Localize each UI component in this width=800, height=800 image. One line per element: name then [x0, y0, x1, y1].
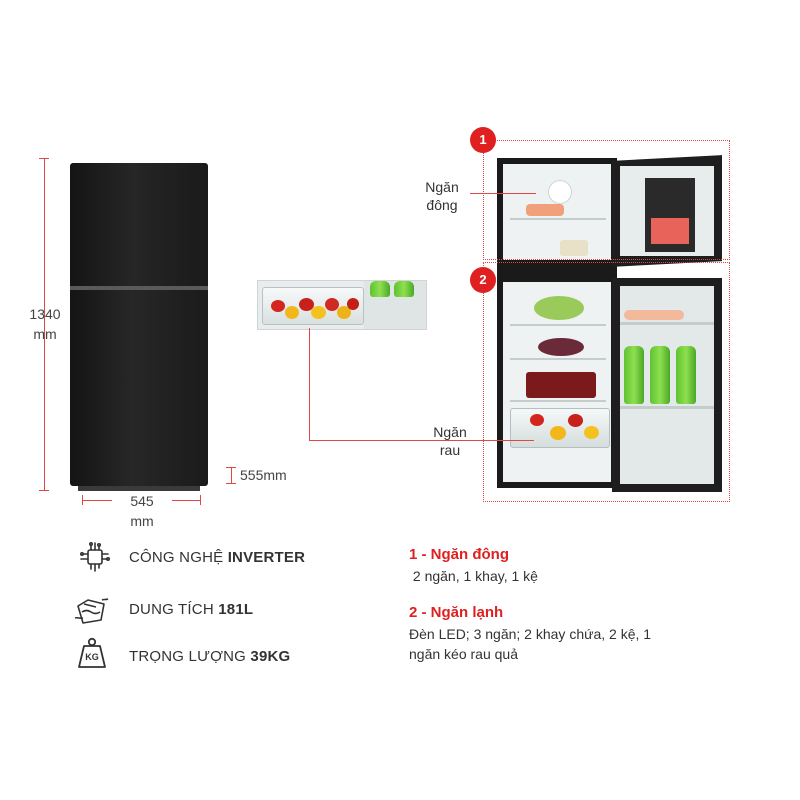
weight-icon: KG: [76, 636, 108, 670]
width-tick-left: [82, 495, 83, 505]
juice-bottle: [624, 346, 644, 404]
pepper-yellow: [311, 306, 326, 319]
crisper-leader-vertical: [309, 328, 310, 440]
freezer-section-body: 2 ngăn, 1 khay, 1 kệ: [409, 568, 538, 584]
crisper-callout-label: Ngăn rau: [433, 424, 467, 458]
juice-bottle: [394, 281, 414, 297]
feature-label: TRỌNG LƯỢNG: [129, 648, 247, 665]
depth-dimension-line: [231, 467, 232, 483]
crisper-leader-horizontal: [309, 440, 489, 441]
pepper-yellow: [550, 426, 566, 440]
fan-vent: [548, 180, 572, 204]
pepper-red: [299, 298, 314, 311]
fridge-section-line: ngăn kéo rau quả: [409, 646, 518, 662]
freezer-zone-box: [483, 140, 730, 260]
door-shelf: [620, 322, 714, 325]
crisper-drawer: [262, 287, 364, 325]
feature-inverter: CÔNG NGHỆ INVERTER: [129, 549, 305, 566]
fruit-bowl: [538, 338, 584, 356]
pepper-yellow: [285, 306, 299, 319]
eggs: [624, 310, 684, 320]
height-tick-top: [39, 158, 49, 159]
weight-icon-text: KG: [85, 652, 99, 662]
pepper-red: [568, 414, 583, 427]
fridge-shelf: [510, 324, 606, 326]
fridge-base: [78, 486, 200, 491]
crisper-zoom-image: [257, 280, 427, 330]
height-tick-bottom: [39, 490, 49, 491]
feature-value: 181L: [218, 601, 254, 618]
feature-capacity: DUNG TÍCH 181L: [129, 601, 253, 618]
height-unit: mm: [33, 326, 57, 342]
juice-bottle: [370, 281, 390, 297]
pepper-yellow: [584, 426, 599, 439]
juice-bottle: [650, 346, 670, 404]
jars: [526, 372, 596, 398]
depth-label: 555mm: [240, 467, 287, 483]
fridge-number-badge: 2: [470, 267, 496, 293]
depth-tick-bottom: [226, 483, 236, 484]
pepper-red: [347, 298, 359, 310]
width-label: 545 mm: [112, 491, 172, 531]
fridge-section-body: Đèn LED; 3 ngăn; 2 khay chứa, 2 kệ, 1 ng…: [409, 624, 651, 664]
food-item: [526, 204, 564, 216]
freezer-shelf: [510, 218, 606, 220]
feature-value: INVERTER: [227, 549, 306, 566]
juice-bottle: [676, 346, 696, 404]
crisper-pointer-line: [474, 440, 534, 441]
width-tick-right: [200, 495, 201, 505]
capacity-icon: [74, 598, 109, 624]
food-item: [560, 240, 588, 256]
feature-weight: TRỌNG LƯỢNG 39KG: [129, 648, 290, 665]
door-shelf-edge: [364, 281, 426, 329]
pepper-red: [271, 300, 285, 312]
freezer-door: [70, 163, 208, 287]
depth-tick-top: [226, 467, 236, 468]
width-value: 545: [130, 493, 154, 509]
freezer-leader-line: [470, 193, 536, 194]
freezer-number-badge: 1: [470, 127, 496, 153]
feature-label: DUNG TÍCH: [129, 601, 214, 618]
fridge-section-line: Đèn LED; 3 ngăn; 2 khay chứa, 2 kệ, 1: [409, 626, 652, 642]
feature-label: CÔNG NGHỆ: [129, 549, 224, 566]
height-label: 1340 mm: [18, 304, 72, 344]
food-package-label: [651, 218, 689, 244]
pepper-red: [530, 414, 544, 426]
freezer-section-title: 1 - Ngăn đông: [409, 546, 509, 563]
height-dimension-line: [44, 158, 45, 490]
height-value: 1340: [29, 306, 61, 322]
fridge-shelf: [510, 400, 606, 402]
pepper-red: [325, 298, 339, 311]
width-unit: mm: [130, 513, 154, 529]
fridge-section-title: 2 - Ngăn lạnh: [409, 604, 504, 621]
fridge-zone-box: [483, 262, 730, 502]
door-shelf: [620, 406, 714, 409]
chip-icon: [79, 541, 110, 572]
freezer-callout-label: Ngăn đông: [425, 179, 459, 213]
door-gap: [70, 286, 208, 290]
pepper-yellow: [337, 306, 351, 319]
fridge-shelf: [510, 358, 606, 360]
grapes: [534, 296, 584, 320]
feature-value: 39KG: [250, 648, 291, 665]
fridge-door: [70, 290, 208, 486]
